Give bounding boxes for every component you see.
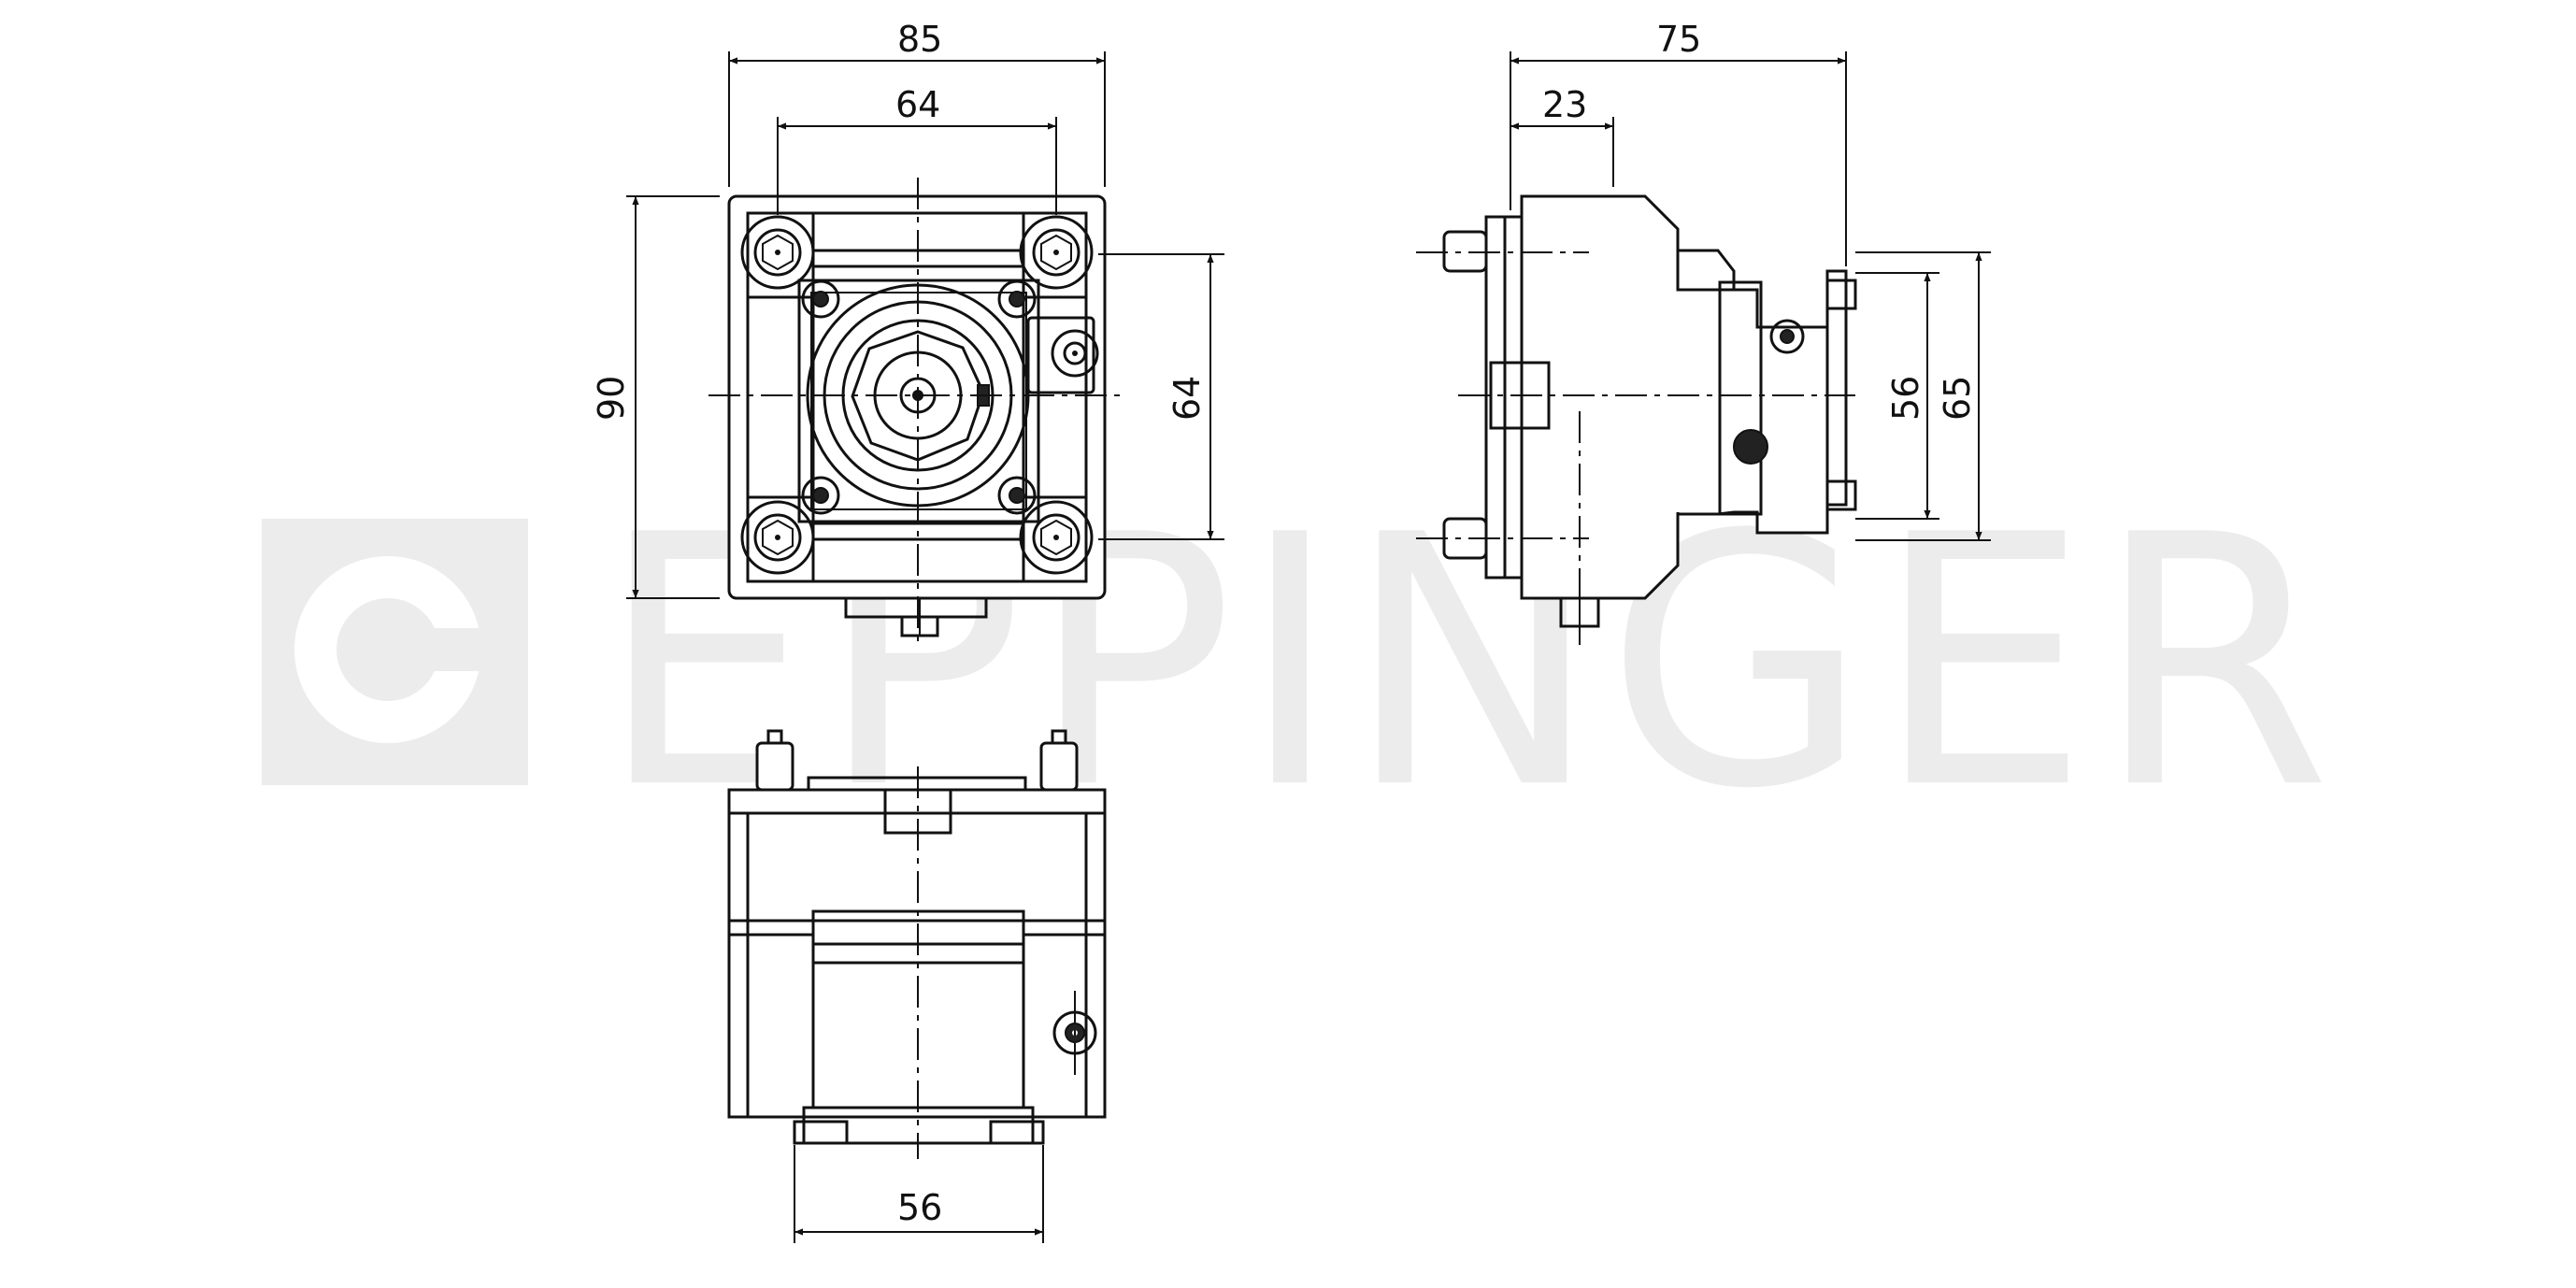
dim-front-overall-width: 85 (897, 19, 942, 60)
dim-front-bolt-spacing-width: 64 (895, 84, 940, 125)
dim-side-outer-height: 65 (1937, 376, 1978, 421)
side-small-screw (1769, 319, 1805, 354)
side-spindle-nose (1825, 269, 1848, 507)
dim-side-overall-depth: 75 (1656, 19, 1701, 60)
front-corner-bolt-bottom-right (1019, 500, 1094, 575)
dim-side-inner-height: 56 (1885, 376, 1926, 421)
front-inner-frame (746, 211, 1088, 583)
front-corner-bolt-bottom-left (740, 500, 815, 575)
watermark-logo-bar (388, 628, 491, 671)
front-corner-bolt-top-right (1019, 215, 1094, 290)
side-drive-slot (1489, 361, 1551, 430)
front-view (708, 178, 1126, 645)
dim-front-overall-height: 90 (591, 376, 632, 421)
front-coolant-port (1026, 316, 1099, 394)
eppinger-watermark: EPPINGER (262, 463, 2331, 865)
bottom-left-pin (755, 741, 794, 792)
dim-bottom-width: 56 (897, 1187, 942, 1228)
dim-front-bolt-spacing-height: 64 (1166, 376, 1208, 421)
bottom-view (727, 729, 1107, 1159)
dim-side-flange-depth: 23 (1542, 84, 1587, 125)
front-drive-key (844, 596, 988, 637)
front-view-dimensions: 85 64 90 64 (591, 19, 1224, 599)
side-dark-plug (1733, 429, 1768, 465)
bottom-right-pin (1039, 741, 1079, 792)
bottom-view-dimensions: 56 (794, 1145, 1044, 1243)
side-view (1416, 194, 1857, 645)
side-view-dimensions: 75 23 56 65 (1510, 19, 1991, 541)
front-small-screws (801, 279, 1037, 515)
front-corner-bolt-top-left (740, 215, 815, 290)
